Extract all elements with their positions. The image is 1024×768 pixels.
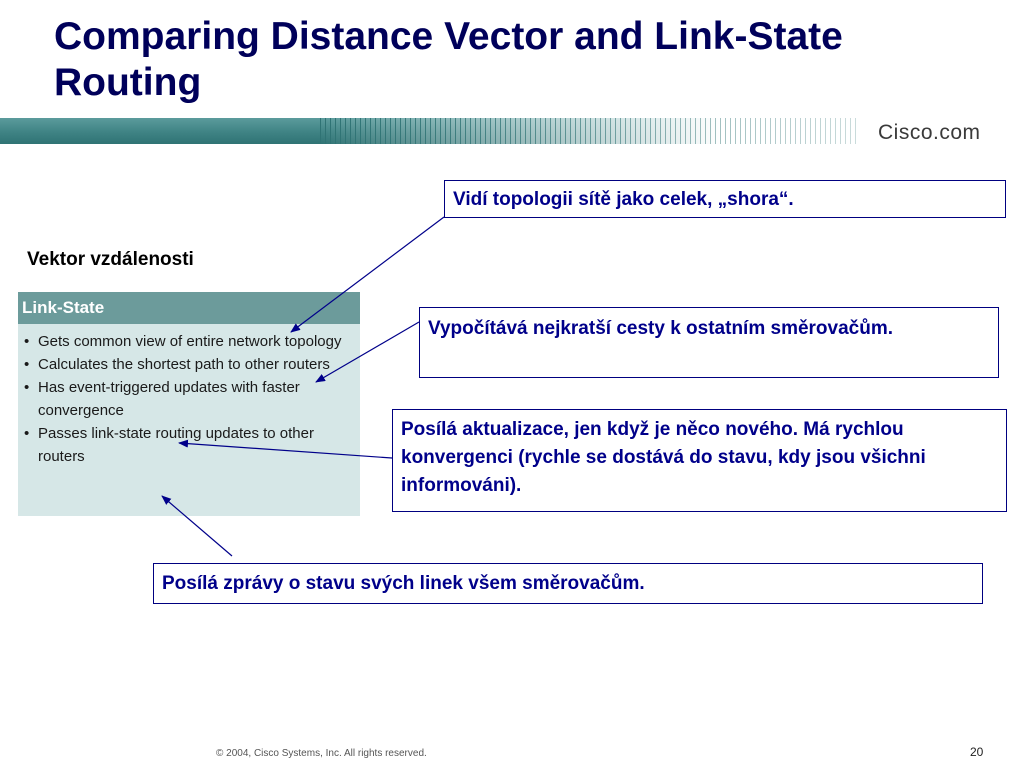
list-item-text: Calculates the shortest path to other ro… [38,356,330,373]
bullet-icon: • [24,425,30,442]
bullet-icon: • [24,356,30,373]
list-item-text: Has event-triggered updates with faster … [38,379,300,419]
link-state-list: • Gets common view of entire network topo… [18,324,360,468]
link-state-header: Link-State [18,292,360,324]
list-item: • Passes link-state routing updates to ot… [24,422,356,468]
page-number: 20 [970,745,984,759]
header-band-stripes [320,118,860,144]
title-line-2: Routing [54,61,202,104]
slide-title: Comparing Distance Vector and Link-State… [54,14,1004,106]
list-item: • Has event-triggered updates with faster… [24,376,356,422]
copyright-footer: © 2004, Cisco Systems, Inc. All rights r… [216,748,427,759]
callout-topology: Vidí topologii sítě jako celek, „shora“. [444,180,1006,218]
title-line-1: Comparing Distance Vector and Link-State [54,15,843,58]
callout-shortest-path: Vypočítává nejkratší cesty k ostatním sm… [419,307,999,378]
list-item-text: Passes link-state routing updates to oth… [38,425,314,465]
list-item-text: Gets common view of entire network topol… [38,333,342,350]
list-item: • Gets common view of entire network topo… [24,330,356,353]
link-state-panel: Link-State • Gets common view of entire n… [18,292,360,516]
section-label: Vektor vzdálenosti [27,249,194,270]
callout-link-state-updates: Posílá zprávy o stavu svých linek všem s… [153,563,983,604]
list-item: • Calculates the shortest path to other r… [24,353,356,376]
callout-event-updates: Posílá aktualizace, jen když je něco nov… [392,409,1007,512]
bullet-icon: • [24,379,30,396]
bullet-icon: • [24,333,30,350]
cisco-logo: Cisco.com [878,121,981,144]
